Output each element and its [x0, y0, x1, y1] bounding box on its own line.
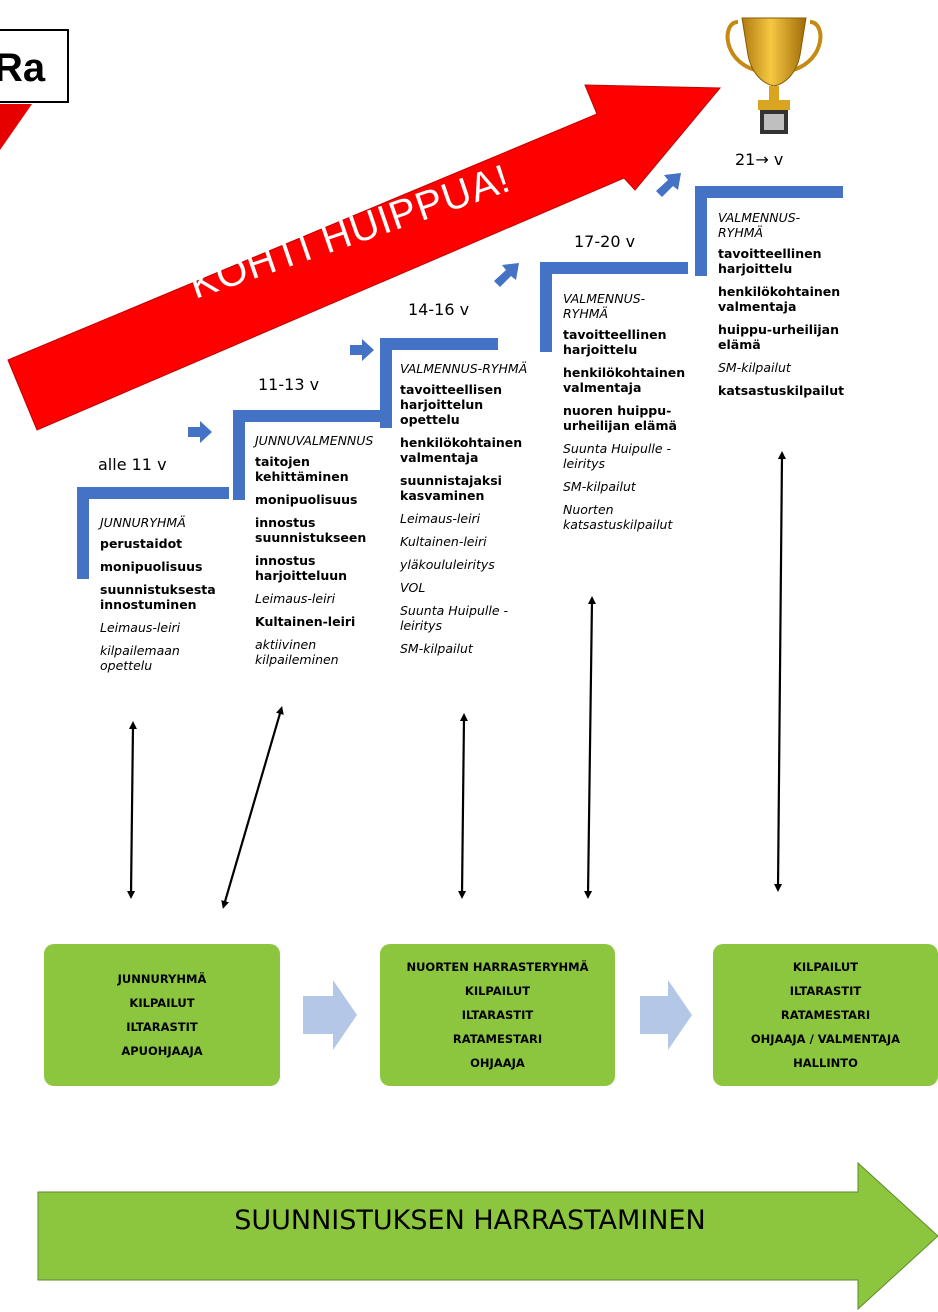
box-line: OHJAAJA / VALMENTAJA: [750, 1032, 901, 1046]
step-item: tavoitteellinen harjoittelu: [563, 327, 667, 357]
age-label-4: 17-20 v: [574, 232, 636, 251]
box-line: ILTARASTIT: [126, 1020, 198, 1034]
age-label-2: 11-13 v: [258, 375, 320, 394]
step-item: suunnistuksesta innostuminen: [100, 582, 216, 612]
age-label-3: 14-16 v: [408, 300, 470, 319]
step-item: SM-kilpailut: [563, 479, 636, 494]
group-heading: VALMENNUS-RYHMÄ: [718, 210, 801, 240]
logo-text: Ra: [0, 46, 46, 90]
step-item: VOL: [400, 580, 426, 595]
box-line: KILPAILUT: [129, 996, 195, 1010]
trophy-icon: [725, 17, 823, 134]
box-nuorten: NUORTEN HARRASTERYHMÄ KILPAILUT ILTARASTIT…: [380, 944, 615, 1086]
step-column-4: VALMENNUS-RYHMÄ tavoitteellinen harjoitte…: [563, 291, 688, 540]
harrastaminen-arrow: [37, 1161, 938, 1311]
group-heading: VALMENNUS-RYHMÄ: [400, 361, 528, 376]
step-item: tavoitteellinen harjoittelu: [718, 246, 822, 276]
age-label-5: 21→ v: [735, 150, 784, 169]
step-item: Leimaus-leiri: [100, 620, 181, 635]
step-arrows: [188, 173, 681, 443]
step-item: SM-kilpailut: [400, 641, 473, 656]
link-arrows: [127, 451, 786, 909]
step-item: innostus suunnistukseen: [255, 515, 367, 545]
step-item: innostus harjoitteluun: [255, 553, 348, 583]
age-label-1: alle 11 v: [98, 455, 167, 474]
step-item: Kultainen-leiri: [400, 534, 487, 549]
box-line: RATAMESTARI: [452, 1032, 543, 1046]
step-item: henkilökohtainen valmentaja: [563, 365, 686, 395]
box-line: RATAMESTARI: [780, 1008, 871, 1022]
box-line: ILTARASTIT: [789, 984, 862, 998]
staircase: [77, 186, 843, 579]
box-arrows: [303, 980, 692, 1050]
step-item: monipuolisuus: [100, 559, 203, 574]
step-item: Suunta Huipulle -leiritys: [400, 603, 509, 633]
box-junnu: JUNNURYHMÄ KILPAILUT ILTARASTIT APUOHJAAJA: [44, 944, 280, 1086]
step-item: aktiivinen kilpaileminen: [255, 637, 339, 667]
step-item: katsastuskilpailut: [718, 383, 845, 398]
step-item: Suunta Huipulle -leiritys: [563, 441, 672, 471]
step-item: yläkoululeiritys: [400, 557, 495, 572]
box-line: NUORTEN HARRASTERYHMÄ: [406, 960, 589, 974]
box-line: HALLINTO: [793, 1056, 858, 1070]
group-heading: JUNNURYHMÄ: [100, 515, 186, 530]
step-item: taitojen kehittäminen: [255, 454, 349, 484]
step-item: henkilökohtainen valmentaja: [400, 435, 523, 465]
step-column-3: VALMENNUS-RYHMÄ tavoitteellisen harjoitte…: [400, 361, 542, 664]
step-item: huippu-urheilijan elämä: [718, 322, 839, 352]
step-item: nuoren huippu-urheilijan elämä: [563, 403, 677, 433]
step-item: henkilökohtainen valmentaja: [718, 284, 841, 314]
box-line: JUNNURYHMÄ: [117, 972, 207, 986]
step-item: suunnistajaksi kasvaminen: [400, 473, 502, 503]
bottom-arrow-label: SUUNNISTUKSEN HARRASTAMINEN: [234, 1205, 706, 1236]
step-item: tavoitteellisen harjoittelun opettelu: [400, 382, 503, 427]
step-item: monipuolisuus: [255, 492, 358, 507]
group-heading: JUNNUVALMENNUS: [255, 433, 374, 448]
box-aikuiset: KILPAILUT ILTARASTIT RATAMESTARI OHJAAJA / …: [713, 944, 938, 1086]
kohti-huippua-arrow: [7, 84, 722, 431]
step-column-1: JUNNURYHMÄ perustaidot monipuolisuus suunni…: [100, 515, 230, 681]
step-item: perustaidot: [100, 536, 183, 551]
box-line: ILTARASTIT: [461, 1008, 534, 1022]
box-line: OHJAAJA: [470, 1056, 525, 1070]
step-column-5: VALMENNUS-RYHMÄ tavoitteellinen harjoitte…: [718, 210, 845, 406]
box-line: APUOHJAAJA: [121, 1044, 203, 1058]
step-item: kilpailemaan opettelu: [100, 643, 180, 673]
step-item: Kultainen-leiri: [255, 614, 356, 629]
group-heading: VALMENNUS-RYHMÄ: [563, 291, 646, 321]
box-line: KILPAILUT: [464, 984, 531, 998]
logo: [0, 29, 69, 150]
box-line: KILPAILUT: [792, 960, 859, 974]
step-item: SM-kilpailut: [718, 360, 791, 375]
step-column-2: JUNNUVALMENNUS taitojen kehittäminen monip…: [255, 433, 390, 675]
step-item: Leimaus-leiri: [255, 591, 336, 606]
step-item: Nuorten katsastuskilpailut: [563, 502, 673, 532]
step-item: Leimaus-leiri: [400, 511, 481, 526]
